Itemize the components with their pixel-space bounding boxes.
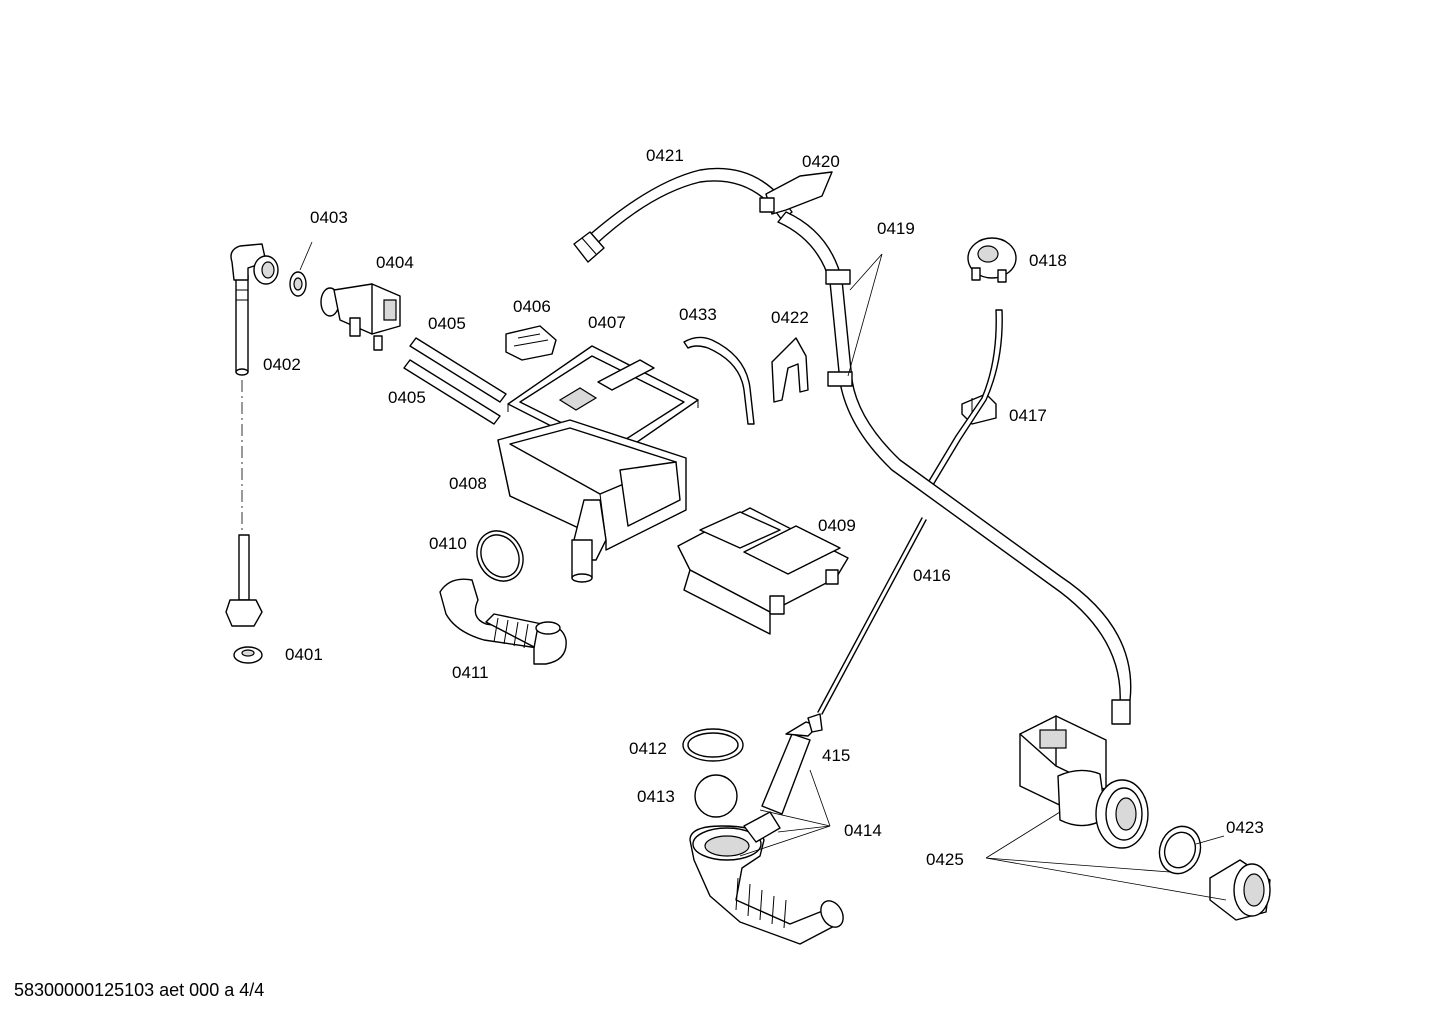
part-0423-seal: [1158, 825, 1202, 875]
label-0406: 0406: [513, 297, 551, 316]
part-0411-bellows-hose: [439, 578, 567, 665]
label-415: 415: [822, 746, 850, 765]
part-0425-drain-pump: [1019, 715, 1149, 849]
part-0414-sump-hose: [689, 721, 844, 945]
label-0423: 0423: [1226, 818, 1264, 837]
label-0402: 0402: [263, 355, 301, 374]
part-0406-clip: [505, 325, 557, 361]
leader-lines: [739, 253, 1227, 901]
part-0421-hose: [573, 167, 793, 263]
part-0418-pressure-switch: [925, 237, 1017, 491]
label-0401: 0401: [285, 645, 323, 664]
label-0412: 0412: [629, 739, 667, 758]
part-0402-inlet-pipe: [230, 243, 279, 530]
label-0418: 0418: [1029, 251, 1067, 270]
part-0433-hose: [683, 336, 755, 425]
part-0401-nozzle: [225, 534, 263, 664]
part-0407-dispenser-cover: [507, 345, 699, 466]
part-0416-tube: [807, 517, 927, 733]
label-0433: 0433: [679, 305, 717, 324]
label-0405-upper: 0405: [428, 314, 466, 333]
part-0404-inlet-valve: [320, 283, 401, 351]
part-0405-tubes: [403, 337, 507, 425]
label-0414: 0414: [844, 821, 882, 840]
label-0416: 0416: [913, 566, 951, 585]
part-0409-drawer: [677, 507, 849, 635]
part-0413-ball: [694, 774, 738, 818]
label-0419: 0419: [877, 219, 915, 238]
label-0420: 0420: [802, 152, 840, 171]
label-0422: 0422: [771, 308, 809, 327]
part-0412-ring: [682, 728, 744, 762]
part-0403-gasket: [289, 241, 313, 297]
part-0420-bracket: [759, 171, 833, 215]
label-0408: 0408: [449, 474, 487, 493]
label-0403: 0403: [310, 208, 348, 227]
part-0410-ring: [476, 530, 524, 582]
part-filter: [1209, 859, 1271, 921]
label-0421: 0421: [646, 146, 684, 165]
label-0417: 0417: [1009, 406, 1047, 425]
label-0413: 0413: [637, 787, 675, 806]
label-0404: 0404: [376, 253, 414, 272]
label-0425: 0425: [926, 850, 964, 869]
footer-doc-id: 58300000125103 aet 000 a 4/4: [14, 980, 265, 1000]
label-0405-lower: 0405: [388, 388, 426, 407]
part-0422-holder: [771, 337, 809, 403]
label-0411: 0411: [452, 663, 489, 682]
label-0410: 0410: [429, 534, 467, 553]
part-0419-drain-hose: [777, 211, 1132, 725]
label-0409: 0409: [818, 516, 856, 535]
part-0408-drawer-housing: [497, 419, 687, 583]
label-0407: 0407: [588, 313, 626, 332]
